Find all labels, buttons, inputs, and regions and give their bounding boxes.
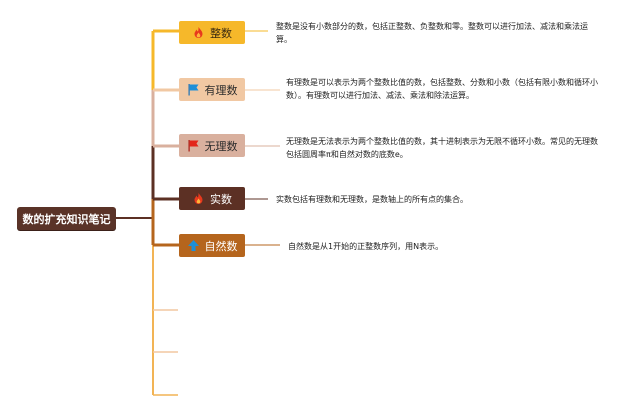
- node-label: 整数: [210, 26, 232, 40]
- fire-icon: [192, 192, 205, 205]
- description-rational: 有理数是可以表示为两个整数比值的数，包括整数、分数和小数（包括有限小数和循环小数…: [286, 78, 598, 100]
- description-natural: 自然数是从1开始的正整数序列，用N表示。: [288, 242, 444, 251]
- node-real[interactable]: 实数: [179, 187, 245, 210]
- node-label: 有理数: [204, 83, 238, 97]
- blue-flag-icon: [187, 83, 200, 96]
- node-label: 实数: [210, 192, 232, 206]
- description-real: 实数包括有理数和无理数，是数轴上的所有点的集合。: [276, 195, 468, 204]
- root-label: 数的扩充知识笔记: [22, 212, 111, 226]
- blue-up-arrow-icon: [187, 239, 200, 252]
- description-integer: 整数是没有小数部分的数，包括正整数、负整数和零。整数可以进行加法、减法和乘法运算…: [276, 22, 588, 44]
- node-natural[interactable]: 自然数: [179, 234, 245, 257]
- description-irrational: 无理数是无法表示为两个整数比值的数，其十进制表示为无限不循环小数。常见的无理数包…: [286, 137, 598, 159]
- fire-icon: [192, 26, 205, 39]
- node-rational[interactable]: 有理数: [179, 78, 245, 101]
- node-irrational[interactable]: 无理数: [179, 134, 245, 157]
- red-flag-icon: [187, 139, 200, 152]
- root-node[interactable]: 数的扩充知识笔记: [17, 207, 116, 230]
- node-label: 自然数: [204, 239, 238, 253]
- node-label: 无理数: [204, 139, 238, 153]
- node-integer[interactable]: 整数: [179, 21, 245, 44]
